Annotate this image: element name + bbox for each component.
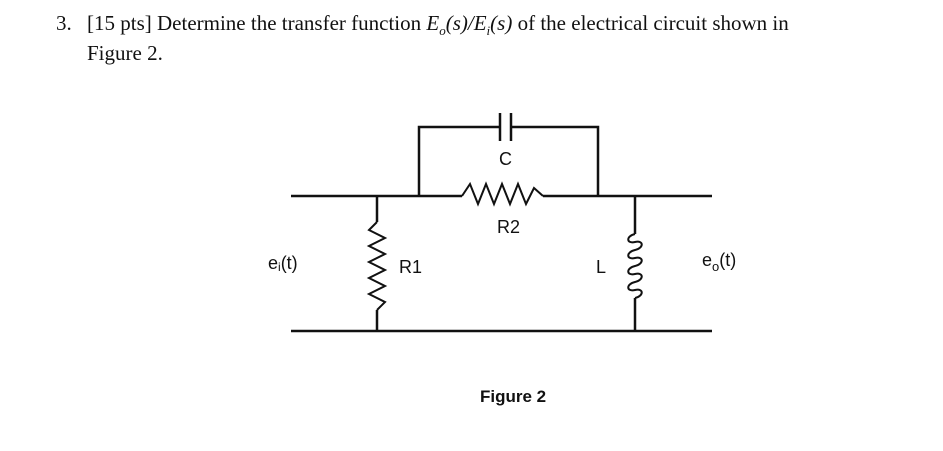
numerator-arg: (s)/ [445,11,474,35]
question-text-after: of the electrical circuit shown in [512,11,789,35]
input-label-rest: (t) [281,253,298,273]
denominator-symbol: E [473,11,487,35]
question-line-1: 3. [15 pts] Determine the transfer functi… [56,10,916,40]
question-text-before: [15 pts] Determine the transfer function [87,11,427,35]
denominator-arg: (s) [490,11,513,35]
input-label-sub: i [278,260,281,274]
capacitor-branch-left [417,125,500,196]
input-voltage-label: ei(t) [268,253,298,274]
question-line-2: Figure 2. [87,41,163,66]
output-label-sub: o [712,259,719,274]
figure-caption: Figure 2 [480,387,546,406]
capacitor-label: C [499,149,512,169]
denominator-subscript: i [486,23,491,39]
numerator-subscript: o [439,23,446,39]
capacitor-branch-right [511,125,600,196]
inductor-l [627,233,643,299]
resistor1-label: R1 [399,257,422,277]
resistor-r2 [461,181,544,207]
question-text: 3. [15 pts] Determine the transfer functi… [56,10,916,67]
resistor2-label: R2 [497,217,520,237]
question-number: 3. [56,11,72,35]
inductor-label: L [596,257,606,277]
transfer-function: Eo(s)/Ei(s) [426,11,513,39]
output-voltage-label: eo(t) [702,250,736,274]
input-label-main: e [268,253,278,273]
output-label-main: e [702,250,712,270]
numerator-symbol: E [426,11,440,35]
resistor-r1 [366,221,388,311]
output-label-rest: (t) [719,250,736,270]
